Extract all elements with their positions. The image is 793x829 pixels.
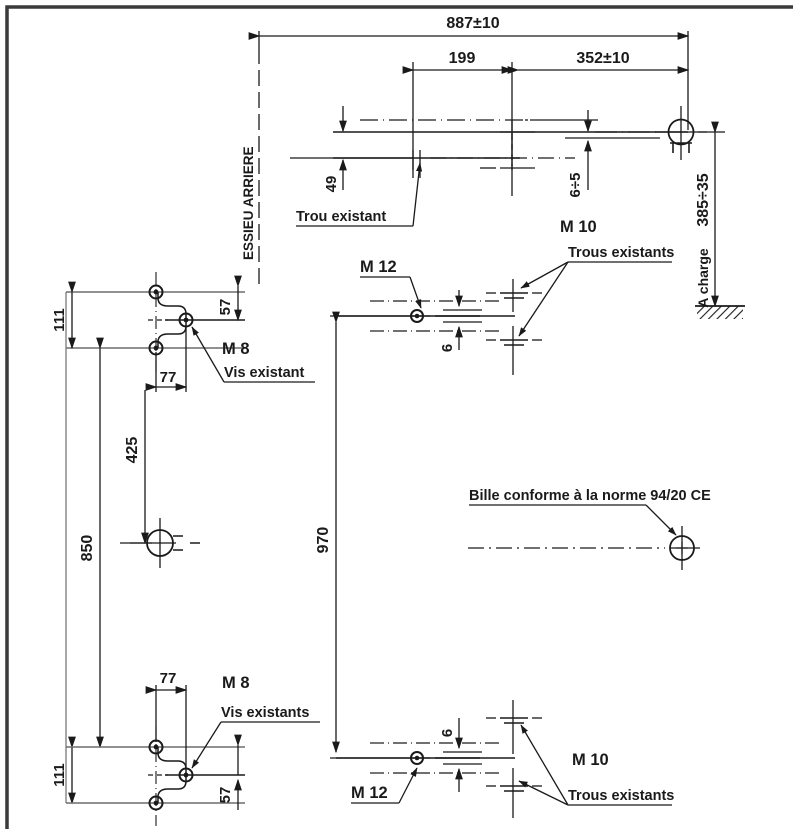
dim-887: 887±10 xyxy=(248,15,690,130)
dim-199: 199 xyxy=(402,50,514,170)
ball-standard-leader: Bille conforme à la norme 94/20 CE xyxy=(469,488,711,536)
m12-leader-top: M 12 xyxy=(360,258,422,309)
existing-holes-bottom xyxy=(486,700,542,818)
top-view-group: 887±10 199 352±10 ESSIEU ARRIERE xyxy=(241,15,745,319)
bracket-detail-bottom-left: 77 57 M 8 Vis existants xyxy=(66,670,320,826)
ground-symbol xyxy=(695,305,745,319)
trous-existants-bottom-label: Trous existants xyxy=(568,788,674,804)
dim-385-label: 385÷35 xyxy=(695,173,712,226)
ball-standard-label: Bille conforme à la norme 94/20 CE xyxy=(469,488,711,504)
a-charge-label: A charge xyxy=(695,248,711,308)
dim-57-top: 57 xyxy=(217,275,242,322)
trous-existants-leader-top: Trous existants xyxy=(518,245,674,337)
bolt-m12-top xyxy=(410,309,424,323)
dim-6-5-label: 6÷5 xyxy=(567,173,584,198)
dim-111-top: 111 xyxy=(51,281,76,350)
ball-standard-group: Bille conforme à la norme 94/20 CE xyxy=(468,488,711,570)
tow-ball-symbol-top xyxy=(655,106,707,160)
left-dimension-stack: 850 425 111 xyxy=(51,292,152,805)
dim-6-top-label: 6 xyxy=(439,344,456,352)
dim-111-bottom: 111 xyxy=(51,736,76,805)
dim-57-top-label: 57 xyxy=(217,299,234,316)
dim-850: 850 xyxy=(79,337,104,749)
existing-holes-top xyxy=(486,279,542,375)
thread-m10-top-label: M 10 xyxy=(560,218,597,236)
tow-ball-symbol-right xyxy=(669,526,700,570)
chassis-rails xyxy=(333,119,688,159)
dim-352: 352±10 xyxy=(507,50,690,74)
dim-970: 970 xyxy=(315,311,430,759)
thread-m8-top-label: M 8 xyxy=(222,340,250,358)
dim-6-5: 6÷5 xyxy=(565,110,660,197)
thread-m10-bottom-label: M 10 xyxy=(572,751,609,769)
trou-existant-leader-top: Trou existant xyxy=(296,162,423,227)
drawing-frame xyxy=(5,5,793,829)
dim-970-label: 970 xyxy=(315,527,332,554)
bolt-m12-bottom xyxy=(410,751,424,765)
vis-existants-leader-bottom: Vis existants xyxy=(191,705,320,769)
dim-850-label: 850 xyxy=(79,535,96,562)
dim-887-label: 887±10 xyxy=(446,15,499,32)
trou-existant-label: Trou existant xyxy=(296,209,386,225)
plate-detail-top-middle: 6 M 12 M 10 Trous exista xyxy=(336,218,674,375)
trous-existants-leader-bottom: Trous existants xyxy=(518,724,674,806)
dim-77-top: 77 xyxy=(145,326,188,392)
dim-425-label: 425 xyxy=(124,437,141,464)
thread-m12-bottom-label: M 12 xyxy=(351,784,388,802)
dim-425: 425 xyxy=(120,390,152,545)
thread-m12-top-label: M 12 xyxy=(360,258,397,276)
tow-ball-symbol-left xyxy=(130,518,200,568)
thread-m8-bottom-label: M 8 xyxy=(222,674,250,692)
top-view-hole-axes xyxy=(412,120,535,196)
dim-49-label: 49 xyxy=(323,176,340,193)
dim-6-top: 6 xyxy=(439,290,482,352)
dim-77-top-label: 77 xyxy=(160,369,177,386)
dim-49: 49 xyxy=(290,106,414,192)
vis-existants-bottom-label: Vis existants xyxy=(221,705,309,721)
dim-111-bottom-label: 111 xyxy=(51,763,68,786)
m12-leader-bottom: M 12 xyxy=(351,767,418,804)
dim-77-bottom-label: 77 xyxy=(160,670,177,687)
dim-6-bottom: 6 xyxy=(439,718,482,792)
dim-6-bottom-label: 6 xyxy=(439,729,456,737)
dim-111-top-label: 111 xyxy=(51,308,68,331)
vis-existant-leader-top: Vis existant xyxy=(191,326,315,383)
rear-axle-label: ESSIEU ARRIERE xyxy=(241,146,256,260)
dim-57-bottom-label: 57 xyxy=(217,787,234,804)
dim-352-label: 352±10 xyxy=(576,50,629,67)
dim-77-bottom: 77 xyxy=(145,670,188,769)
rear-axle-centerline: ESSIEU ARRIERE xyxy=(241,48,260,290)
trous-existants-top-label: Trous existants xyxy=(568,245,674,261)
dim-57-bottom: 57 xyxy=(217,734,242,810)
bracket-detail-top-left: 111 57 77 M 8 Vis existant xyxy=(51,272,315,392)
plate-detail-bottom-middle: 6 M 12 M 10 Trous exista xyxy=(336,700,674,818)
vis-existant-top-label: Vis existant xyxy=(224,365,305,381)
dim-199-label: 199 xyxy=(449,50,476,67)
dim-385-a-charge: 385÷35 A charge xyxy=(695,121,725,308)
